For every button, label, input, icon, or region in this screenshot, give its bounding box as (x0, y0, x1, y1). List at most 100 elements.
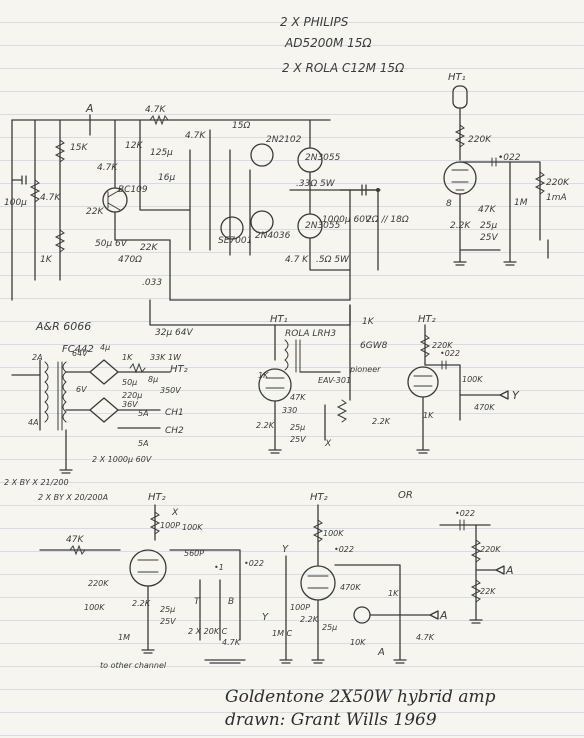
mid-res-1k: 1K (258, 371, 269, 380)
se7001-transistor (220, 216, 244, 240)
2n4036-label: 2N4036 (255, 231, 291, 241)
power-amp-circuit: 100µ 4.7K 1K A 15K 4.7K 22K 4.7K 12K 125… (4, 102, 409, 341)
pa-res-1k-fb: 1K (362, 317, 375, 327)
pre-cap-25u: 25µ (160, 605, 175, 614)
mid-res-2k2: 2.2K (256, 421, 275, 430)
pre-cap-022: •022 (244, 559, 264, 568)
psu-5a-2: 5A (138, 439, 149, 448)
pa-res-15k: 15K (70, 143, 88, 153)
pre-label-x: X (171, 508, 179, 518)
pre-cap-25v: 25V (160, 617, 176, 626)
triode-res-47k: 47K (478, 205, 496, 215)
pre-cap-1: •1 (214, 563, 224, 572)
2n3055-lower-label: 2N3055 (305, 221, 341, 231)
psu-220u: 220µ (122, 391, 142, 400)
mid-ht1-label: HT₁ (270, 314, 288, 325)
psu-fuse-2a: 2A (32, 353, 43, 362)
psu-ch2: CH2 (165, 426, 184, 436)
pa-cap-1000u: 1000µ 60V (322, 215, 372, 225)
pa-cap-100u: 100µ (4, 198, 27, 208)
mid-cap-25v: 25V (290, 435, 306, 444)
pa-cap-125u: 125µ (150, 148, 173, 158)
alt-res-22k: 22K (480, 587, 496, 596)
bc109-label: BC109 (118, 185, 148, 195)
mid-res-330: 330 (282, 406, 297, 415)
triode-pot-1m: 1M (514, 198, 528, 208)
2n4036-transistor (250, 210, 274, 234)
pa-res-4k7-c: 4.7K (185, 131, 206, 141)
pre-res-100k-b: 100K (182, 523, 203, 532)
triode-cap-022: •022 (498, 153, 521, 163)
pre-cap-25u-b: 25µ (322, 623, 337, 632)
triode-pin-8: 8 (446, 199, 452, 209)
pre-ht2-label-1: HT₂ (148, 492, 166, 503)
pa-res-470: 470Ω (118, 255, 142, 265)
psu-64v: 64V (72, 349, 88, 358)
2n2102-transistor (250, 143, 274, 167)
pa-cap-32u: 32µ 64V (155, 328, 193, 338)
pa-res-1k: 1K (40, 255, 53, 265)
triode-meter-1ma: 1mA (546, 193, 567, 203)
pa-res-47k-b: 4.7 K (285, 255, 309, 265)
pre-res-1k: 1K (388, 589, 399, 598)
pre-res-2k2-b: 2.2K (300, 615, 319, 624)
triode-res-220k-b: 220K (546, 178, 570, 188)
mid-res-100k: 100K (462, 375, 483, 384)
psu-ht2-label: HT₂ (170, 364, 188, 375)
triode-topright-circuit: HT₁ 220K 8 •022 220K 1mA 1M 47K 2.2K 25µ… (443, 72, 570, 266)
mid-ht2-label: HT₂ (418, 314, 436, 325)
pre-transistor (353, 606, 371, 624)
2n2102-label: 2N2102 (266, 135, 302, 145)
pre-res-2k2: 2.2K (132, 599, 151, 608)
pentode-mid-circuit: HT₁ ROLA LRH3 1K 47K 2.2K 330 25µ 25V EA… (256, 314, 520, 454)
header-line2: AD5200M 15Ω (284, 36, 372, 50)
header-line1: 2 X PHILIPS (280, 15, 349, 29)
alt-res-220k: 220K (480, 545, 501, 554)
header-line3: 2 X ROLA C12M 15Ω (282, 61, 405, 75)
triode-tube (443, 161, 477, 195)
alt-cap-022: •022 (455, 509, 475, 518)
psu-36v: 36V (122, 400, 138, 409)
pre-ht2-label-2: HT₂ (310, 492, 328, 503)
pa-res-15ohm: 15Ω (232, 121, 250, 131)
triode-cap-25v: 25V (480, 233, 498, 243)
pre-label-a-2: A (439, 609, 448, 622)
mid-transformer-label: ROLA LRH3 (285, 329, 336, 339)
pa-res-22k-b: 22K (140, 243, 158, 253)
2n3055-upper-label: 2N3055 (305, 153, 341, 163)
pre-res-220k: 220K (88, 579, 109, 588)
pre-cap-560p: 560P (184, 549, 204, 558)
pre-pot-1mc: 1M C (272, 629, 293, 638)
pa-cap-16u: 16µ (158, 173, 175, 183)
pre-pots-20k: 2 X 20K C (188, 627, 228, 636)
psu-4u: 4µ (100, 343, 110, 352)
triode-res-220k: 220K (468, 135, 492, 145)
pa-cap-033: .033 (142, 278, 162, 288)
psu-1k: 1K (122, 353, 133, 362)
triode-ht1-terminal (452, 85, 468, 109)
triode-res-2k2: 2.2K (450, 221, 471, 231)
alt-out-a: A (505, 564, 514, 577)
psu-diodes1: 2 X BY X 21/200 (4, 478, 69, 487)
pre-tube-2 (300, 565, 336, 601)
psu-circuit: A&R 6066 FC442 2A 4A 64V 6V 4µ 1K 50µ 22… (4, 320, 188, 502)
pre-res-10k: 10K (350, 638, 366, 647)
pre-cap-100p-b: 100P (290, 603, 310, 612)
preamp-bottom-circuit: HT₂ 100P 47K 220K 100K X 100K 2.2K 25µ 2… (39, 490, 448, 670)
mid-tube2-label: EAV-301 (318, 376, 351, 385)
pa-res-033-5w: .33Ω 5W (296, 179, 336, 189)
mid-triode-tube (407, 366, 439, 398)
signature-line1: Goldentone 2X50W hybrid amp (225, 687, 496, 707)
mid-res-470k: 470K (474, 403, 495, 412)
pre-label-a: A (377, 647, 385, 658)
psu-350v: 350V (160, 386, 181, 395)
psu-title: A&R 6066 (35, 320, 91, 333)
psu-transformer-label: FC442 (62, 344, 94, 355)
pa-res-4k7b: 4.7K (97, 163, 118, 173)
psu-50u: 50µ (122, 378, 137, 387)
alt-network-circuit: •022 220K A 22K (439, 509, 514, 624)
mid-out-x: X (324, 439, 332, 449)
mid-pioneer: pioneer (349, 365, 381, 374)
triode-ht1-label: HT₁ (448, 72, 466, 83)
